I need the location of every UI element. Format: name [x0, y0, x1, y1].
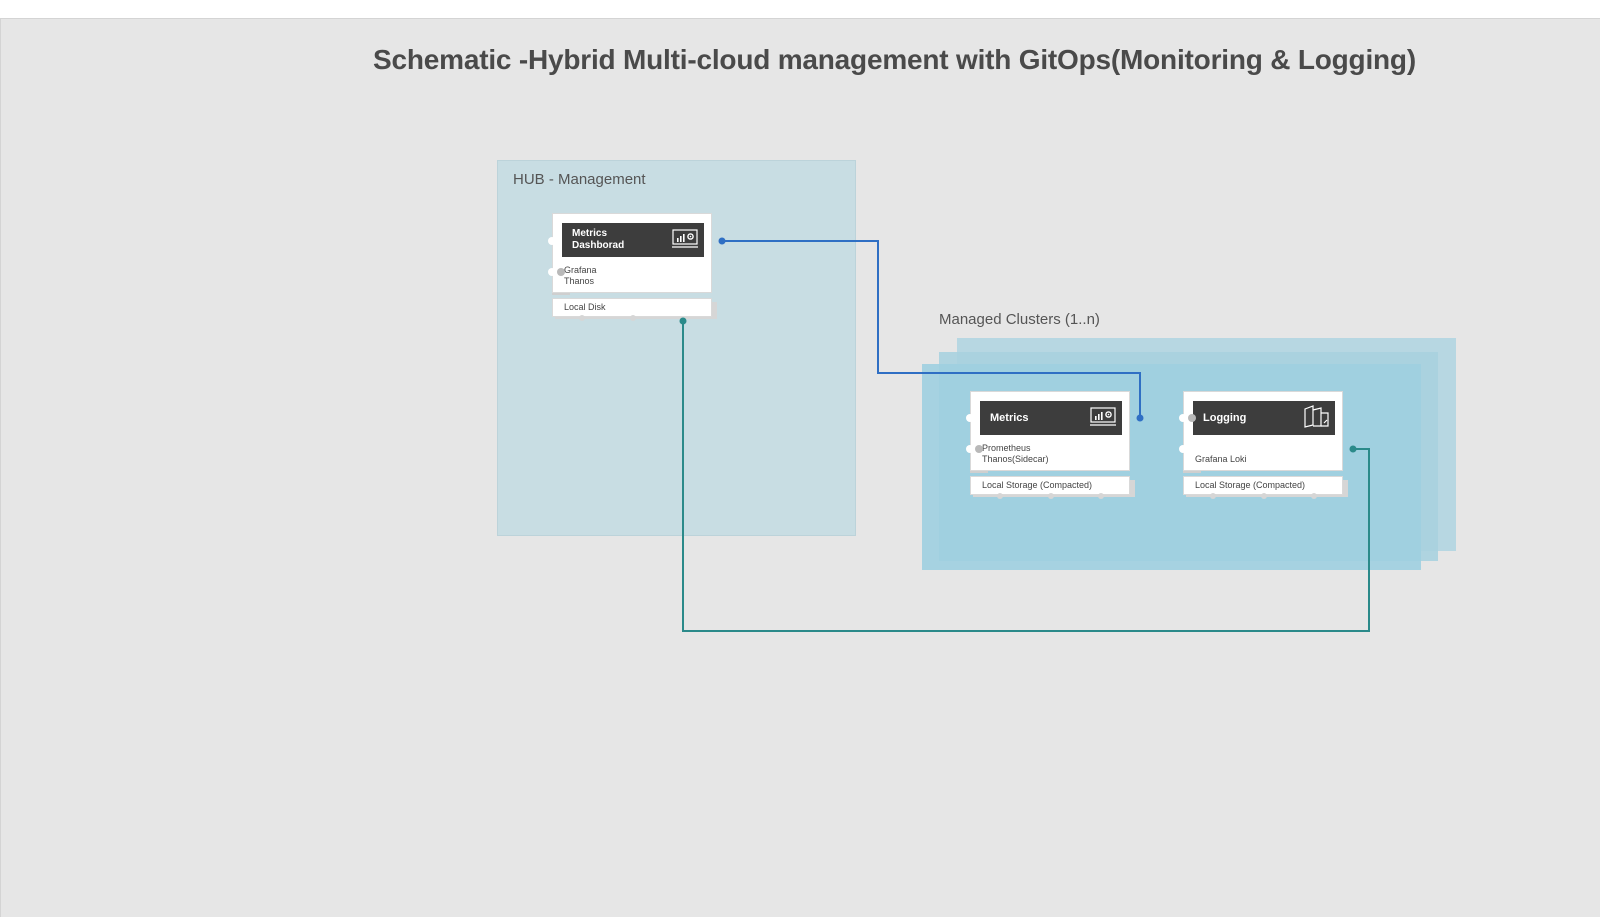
footer-port	[1048, 493, 1054, 499]
footer-port	[630, 315, 636, 321]
hub-region-label: HUB - Management	[513, 171, 646, 188]
footer-port	[1261, 493, 1267, 499]
node-detail-line2: Grafana Loki	[1195, 454, 1247, 464]
input-port[interactable]	[1179, 414, 1187, 422]
input-port[interactable]	[966, 445, 974, 453]
node-header: Logging	[1193, 401, 1335, 435]
node-detail-line1: Prometheus	[982, 443, 1031, 453]
input-port[interactable]	[966, 414, 974, 422]
output-port[interactable]	[557, 268, 565, 276]
dashboard-chart-gear-icon	[672, 229, 698, 248]
input-port[interactable]	[548, 237, 556, 245]
dashboard-chart-gear-icon	[1090, 407, 1116, 426]
node-details: Prometheus Thanos(Sidecar)	[982, 443, 1049, 465]
diagram-title: Schematic -Hybrid Multi-cloud management…	[373, 44, 1416, 75]
input-port[interactable]	[1179, 445, 1187, 453]
node-detail-line1	[1195, 443, 1247, 454]
managed-clusters-label: Managed Clusters (1..n)	[939, 311, 1100, 328]
node-detail-line2: Thanos	[564, 276, 595, 286]
footer-port	[997, 493, 1003, 499]
documents-icon	[1304, 405, 1329, 428]
footer-port	[1210, 493, 1216, 499]
node-detail-line1: Grafana	[564, 265, 597, 275]
node-details: Grafana Thanos	[564, 265, 597, 287]
node-card: Metrics Prometheus Thanos(Sidecar)	[970, 391, 1130, 471]
input-port[interactable]	[548, 268, 556, 276]
node-card: Metrics Dashborad Grafana Thanos	[552, 213, 712, 293]
node-card: Logging Grafana Loki	[1183, 391, 1343, 471]
node-header-line1: Metrics	[572, 228, 608, 239]
footer-port	[1098, 493, 1104, 499]
footer-port	[579, 315, 585, 321]
node-header: Metrics Dashborad	[562, 223, 704, 257]
node-detail-line2: Thanos(Sidecar)	[982, 454, 1049, 464]
output-port[interactable]	[1188, 414, 1196, 422]
footer-port	[1311, 493, 1317, 499]
node-header: Metrics	[980, 401, 1122, 435]
node-header-line2: Dashborad	[572, 240, 625, 251]
node-details: Grafana Loki	[1195, 443, 1247, 465]
output-port[interactable]	[975, 445, 983, 453]
